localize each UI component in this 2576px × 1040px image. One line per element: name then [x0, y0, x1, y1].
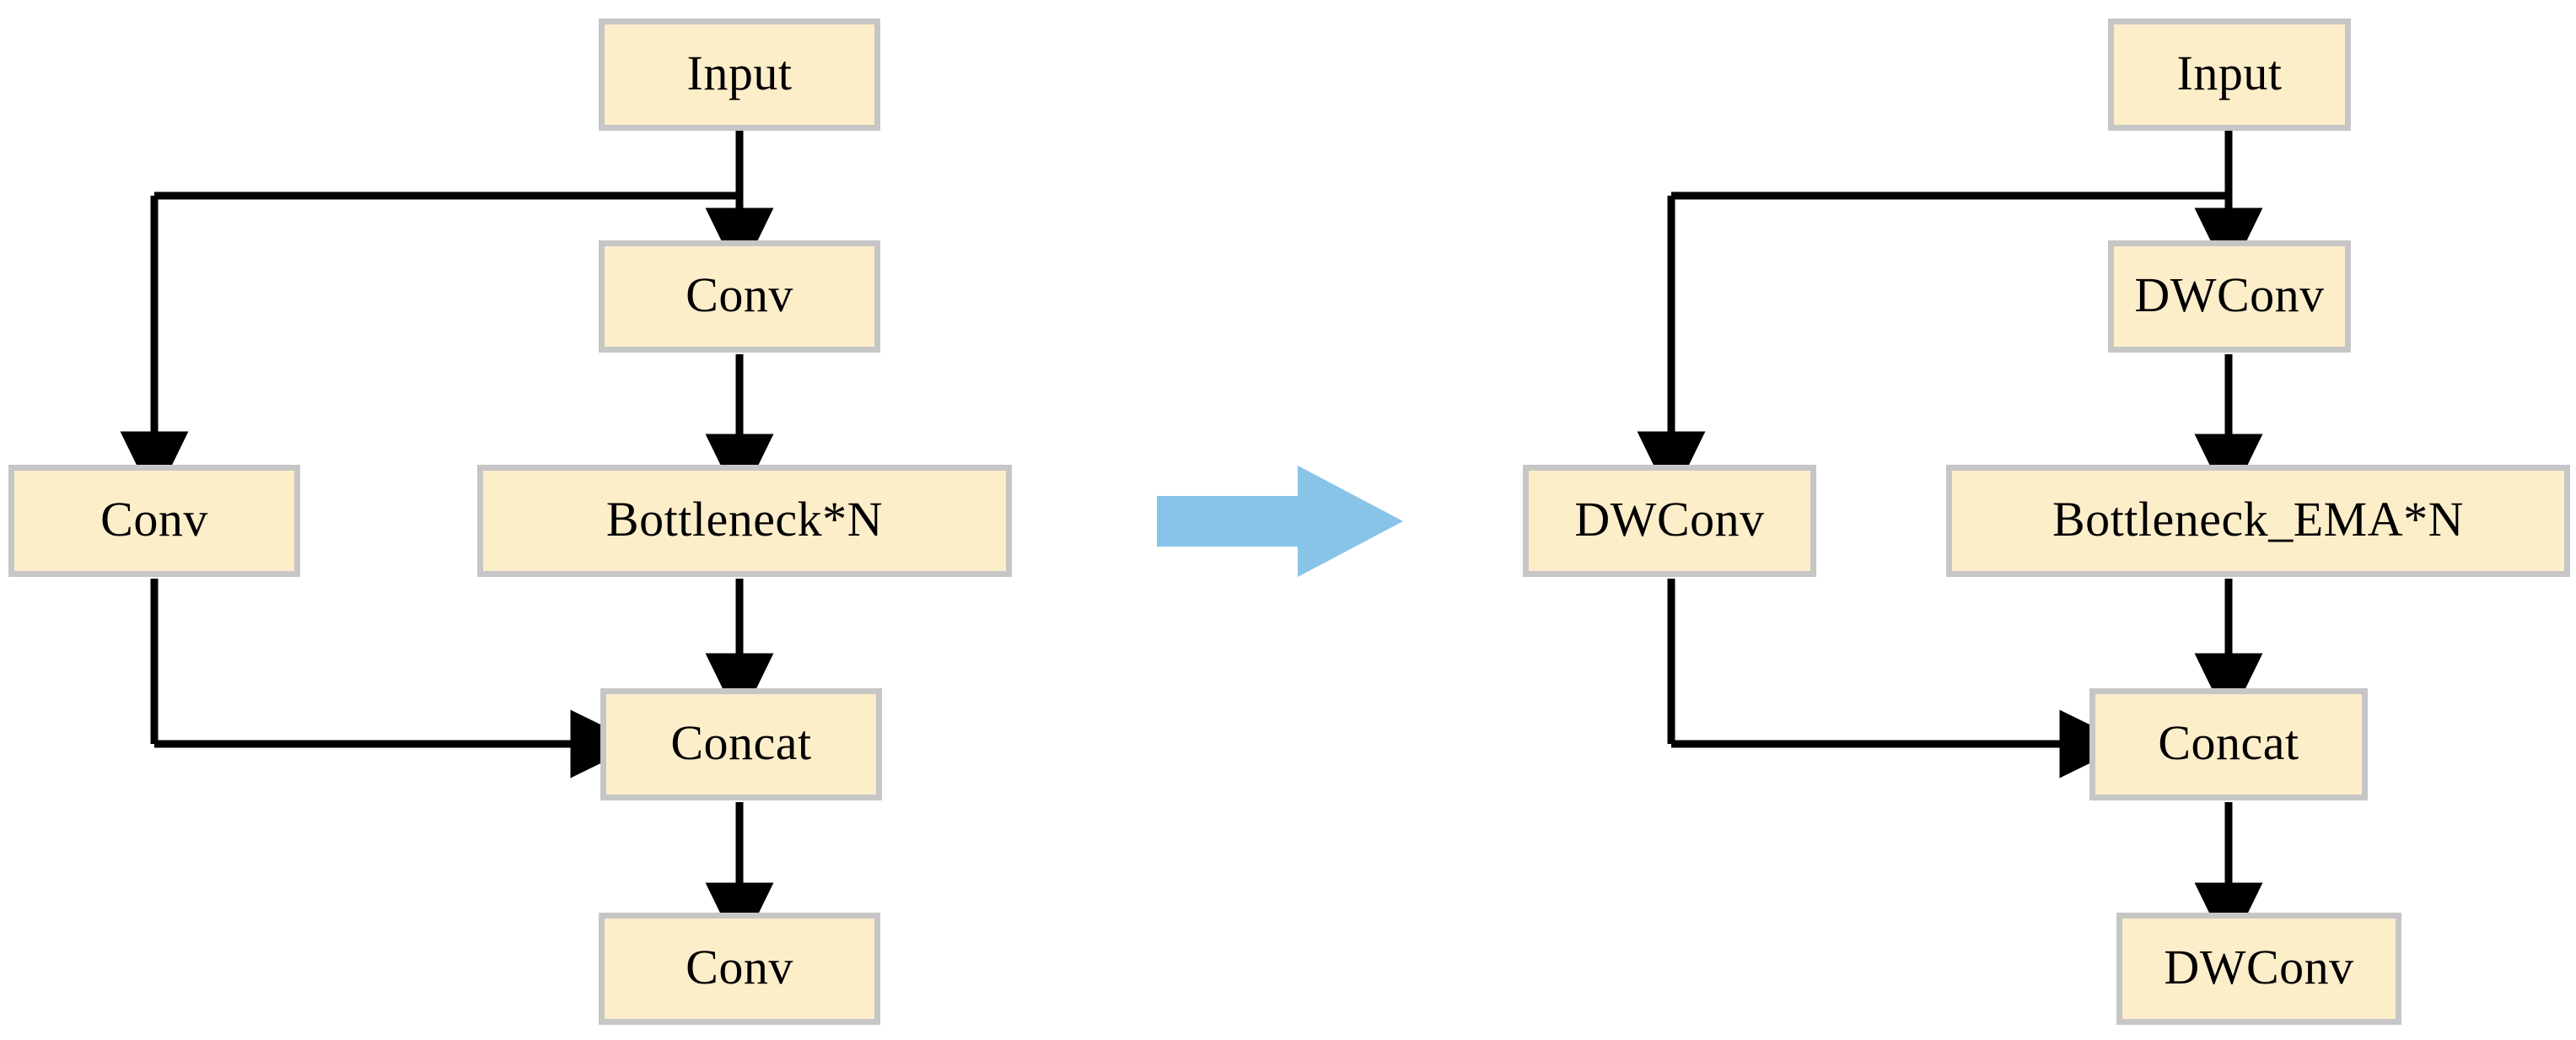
node-left-conv-top-label: Conv	[686, 267, 793, 322]
node-left-bottleneck[interactable]: Bottleneck*N	[477, 465, 1012, 577]
node-right-dwconv-out-label: DWConv	[2164, 939, 2354, 994]
node-left-conv-side-label: Conv	[100, 491, 208, 547]
node-right-dwconv-side-label: DWConv	[1574, 491, 1765, 547]
node-left-bottleneck-label: Bottleneck*N	[605, 491, 884, 547]
node-right-input[interactable]: Input	[2108, 19, 2351, 131]
node-right-concat-label: Concat	[2158, 714, 2299, 770]
node-left-conv-out-label: Conv	[686, 939, 793, 994]
node-right-dwconv-side[interactable]: DWConv	[1523, 465, 1816, 577]
node-right-dwconv-top-label: DWConv	[2134, 267, 2325, 322]
node-right-concat[interactable]: Concat	[2089, 688, 2368, 800]
node-left-conv-out[interactable]: Conv	[599, 913, 880, 1025]
node-left-input[interactable]: Input	[599, 19, 880, 131]
node-left-conv-top[interactable]: Conv	[599, 240, 880, 353]
right-arrow-icon	[1157, 466, 1403, 577]
edge-conv-left-to-concat	[150, 579, 641, 779]
node-right-dwconv-top[interactable]: DWConv	[2108, 240, 2351, 353]
edge-dwconv-left-to-concat	[1667, 579, 2130, 779]
node-right-input-label: Input	[2176, 45, 2283, 100]
node-right-dwconv-out[interactable]: DWConv	[2116, 913, 2401, 1025]
node-right-bottleneck-ema[interactable]: Bottleneck_EMA*N	[1946, 465, 2570, 577]
node-left-conv-side[interactable]: Conv	[8, 465, 300, 577]
node-left-concat[interactable]: Concat	[600, 688, 882, 800]
node-left-input-label: Input	[686, 45, 793, 100]
node-right-bottleneck-ema-label: Bottleneck_EMA*N	[2052, 491, 2465, 547]
node-left-concat-label: Concat	[670, 714, 812, 770]
